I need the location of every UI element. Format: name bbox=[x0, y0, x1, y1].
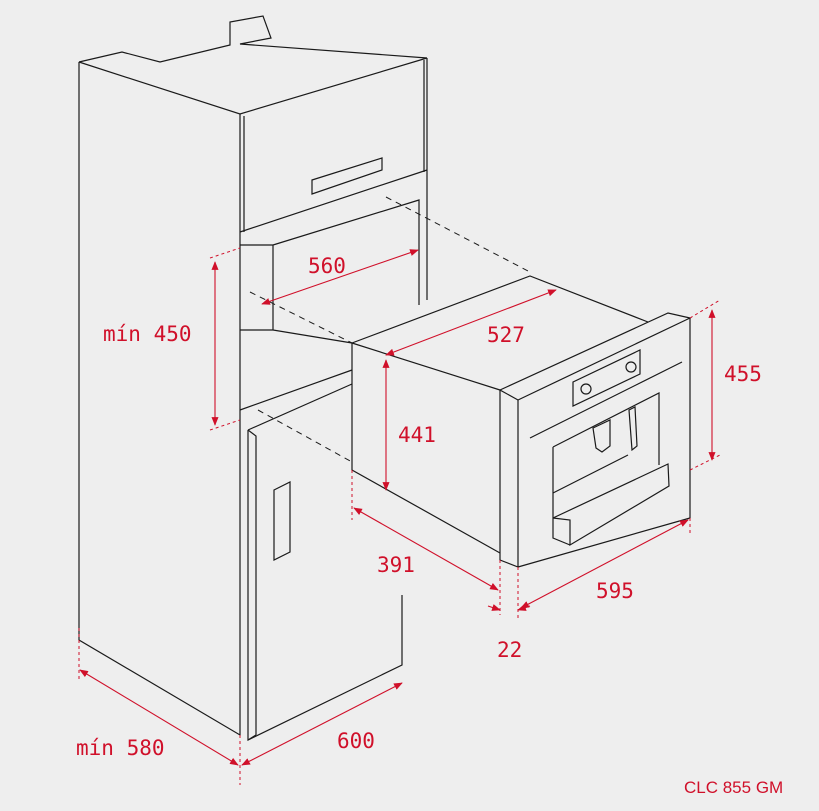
control-slot bbox=[311, 157, 383, 195]
coffee-machine bbox=[351, 275, 692, 568]
dim-441: 441 bbox=[398, 423, 436, 447]
dim-560: 560 bbox=[308, 254, 346, 278]
dim-391: 391 bbox=[377, 553, 415, 577]
model-name: CLC 855 GM bbox=[684, 778, 783, 797]
control-panel bbox=[572, 349, 641, 407]
door-handle bbox=[273, 481, 291, 561]
knob-left bbox=[580, 383, 592, 395]
dim-595: 595 bbox=[596, 579, 634, 603]
dim-455: 455 bbox=[724, 362, 762, 386]
dim-min-580: mín 580 bbox=[76, 736, 165, 760]
dim-527: 527 bbox=[487, 323, 525, 347]
knob-right bbox=[625, 361, 637, 373]
dimension-lines bbox=[78, 247, 721, 785]
spout bbox=[592, 419, 611, 453]
steam-wand bbox=[628, 406, 638, 452]
dim-22: 22 bbox=[497, 638, 522, 662]
dim-600: 600 bbox=[337, 729, 375, 753]
dim-min-450: mín 450 bbox=[103, 322, 192, 346]
